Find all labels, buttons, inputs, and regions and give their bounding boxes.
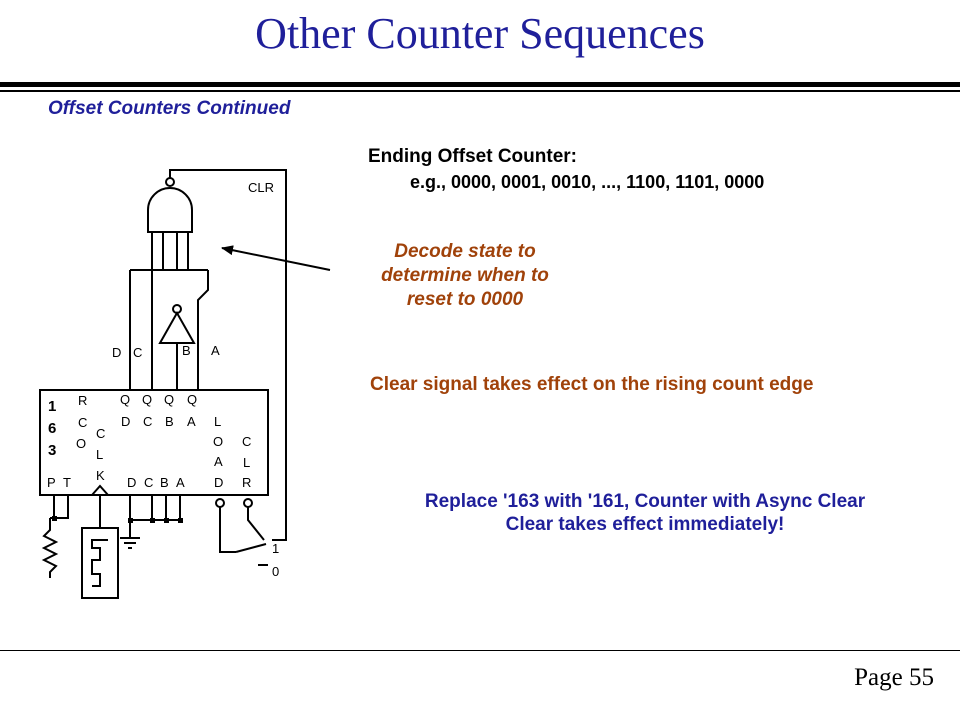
output-q-b: Q [164,392,174,407]
pt-junction-dot [52,516,57,521]
replace-note-line-1: Replace '163 with '161, Counter with Asy… [424,491,866,512]
clk-letter-l: L [96,447,103,462]
counter-chip [39,389,269,496]
clr-letter-c: C [242,434,251,449]
output-bit-b: B [165,414,174,429]
output-bit-d: D [121,414,130,429]
clock-edge-marker [91,484,109,496]
replace-note: Replace '163 with '161, Counter with Asy… [340,490,950,536]
slide-subtitle: Offset Counters Continued [48,98,291,119]
bus-junction-dot-4 [178,518,183,523]
input-label-d: D [112,345,121,360]
output-q-a: Q [187,392,197,407]
footer-rule [0,650,960,651]
decode-pointer-arrow [221,245,331,271]
clr-pin-bubble [243,498,253,508]
title-rule-thick [0,82,960,87]
clr-label: CLR [248,180,274,195]
part-digit-3: 3 [48,442,56,459]
switch-label-zero: 0 [272,564,279,579]
bus-junction-dot-3 [164,518,169,523]
clk-letter-c: C [96,426,105,441]
output-q-c: Q [142,392,152,407]
pin-label-a: A [176,475,185,490]
decode-note: Decode state to determine when to reset … [340,240,590,312]
load-pin-bubble [215,498,225,508]
page-number: Page 55 [854,664,934,691]
pullup-resistor [41,518,59,578]
decode-note-line-3: reset to 0000 [406,289,524,310]
clr-letter-l: L [243,455,250,470]
load-letter-l: L [214,414,221,429]
counter-sequence: e.g., 0000, 0001, 0010, ..., 1100, 1101,… [410,172,765,192]
load-letter-d: D [214,475,223,490]
clr-pin-wire [247,507,265,541]
pin-label-b: B [160,475,169,490]
input-label-c: C [133,345,142,360]
inverter [158,310,196,344]
rco-letter-r: R [78,393,87,408]
pin-label-t: T [63,475,71,490]
part-digit-2: 6 [48,420,56,437]
switch-label-one: 1 [272,541,279,556]
part-digit-1: 1 [48,398,56,415]
pin-label-d: D [127,475,136,490]
input-label-b: B [182,343,191,358]
ground-icon [120,537,140,549]
input-wire-a [197,270,209,390]
decode-note-line-1: Decode state to [394,241,536,262]
counter-heading: Ending Offset Counter: [368,146,577,167]
pin-label-p: P [47,475,56,490]
clock-waveform-icon [91,539,108,587]
pin-label-c: C [144,475,153,490]
load-letter-o: O [213,434,223,449]
input-label-a: A [211,343,220,358]
clock-source-box [81,527,119,599]
bus-junction-dot-2 [150,518,155,523]
load-wire [219,507,236,553]
replace-note-line-2: Clear takes effect immediately! [505,514,785,535]
output-bit-a: A [187,414,196,429]
clr-letter-r: R [242,475,251,490]
clear-timing-note: Clear signal takes effect on the rising … [370,374,814,395]
nand-output-bubble [165,177,175,187]
switch-lever [235,543,267,553]
decode-note-line-2: determine when to [381,265,549,286]
rco-letter-c: C [78,415,87,430]
nand-gate [147,187,193,233]
output-q-d: Q [120,392,130,407]
output-bit-c: C [143,414,152,429]
pt-wire [50,495,69,519]
clk-letter-k: K [96,468,105,483]
bus-junction-dot-1 [128,518,133,523]
data-ground-bus [129,495,181,521]
slide-title: Other Counter Sequences [255,9,705,58]
title-rule-thin [0,90,960,92]
load-letter-a: A [214,454,223,469]
rco-letter-o: O [76,436,86,451]
